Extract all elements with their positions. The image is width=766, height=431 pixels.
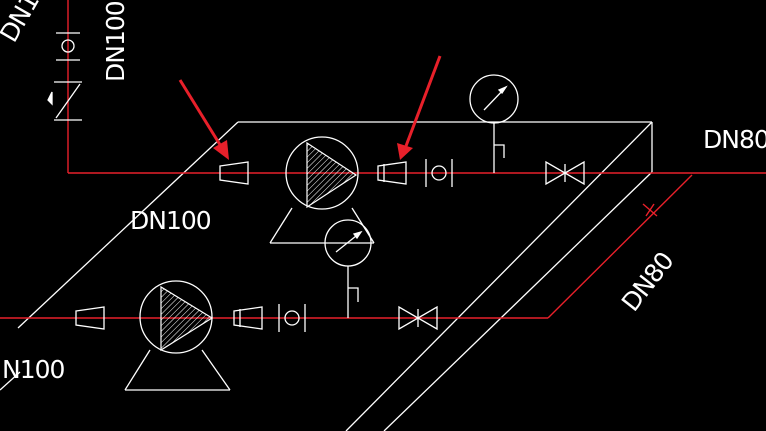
annotation-arrow-icon-right — [397, 55, 442, 160]
butterfly-valve-icon — [398, 305, 438, 331]
butterfly-valve-icon — [545, 160, 585, 186]
lower-pump-set — [75, 219, 438, 391]
riser-fittings — [47, 32, 82, 121]
annotation-arrow-icon-left — [178, 79, 229, 160]
upper-pump-set — [219, 74, 585, 244]
flexible-joint-icon — [377, 161, 407, 185]
reducer-icon — [219, 161, 249, 185]
centrifugal-pump-icon — [269, 136, 375, 244]
flexible-joint-icon — [233, 306, 263, 330]
gate-valve-icon — [56, 32, 80, 61]
label-dn100-riser: DN100 — [101, 1, 130, 82]
label-dn100-main: DN100 — [130, 206, 211, 235]
branch-pipe-diagonal — [547, 174, 693, 319]
gate-valve-icon — [278, 304, 306, 332]
pipe-network — [0, 0, 766, 319]
pressure-gauge-icon — [324, 219, 372, 318]
check-valve-icon — [47, 81, 82, 121]
reducer-icon — [75, 306, 105, 330]
label-dn100-corner: DN100 — [0, 0, 60, 47]
label-dn80-outlet: DN80 — [703, 125, 766, 154]
centrifugal-pump-icon — [124, 280, 231, 391]
pressure-gauge-icon — [469, 74, 519, 173]
label-dn80-branch: DN80 — [616, 247, 679, 317]
gate-valve-icon — [425, 159, 453, 187]
